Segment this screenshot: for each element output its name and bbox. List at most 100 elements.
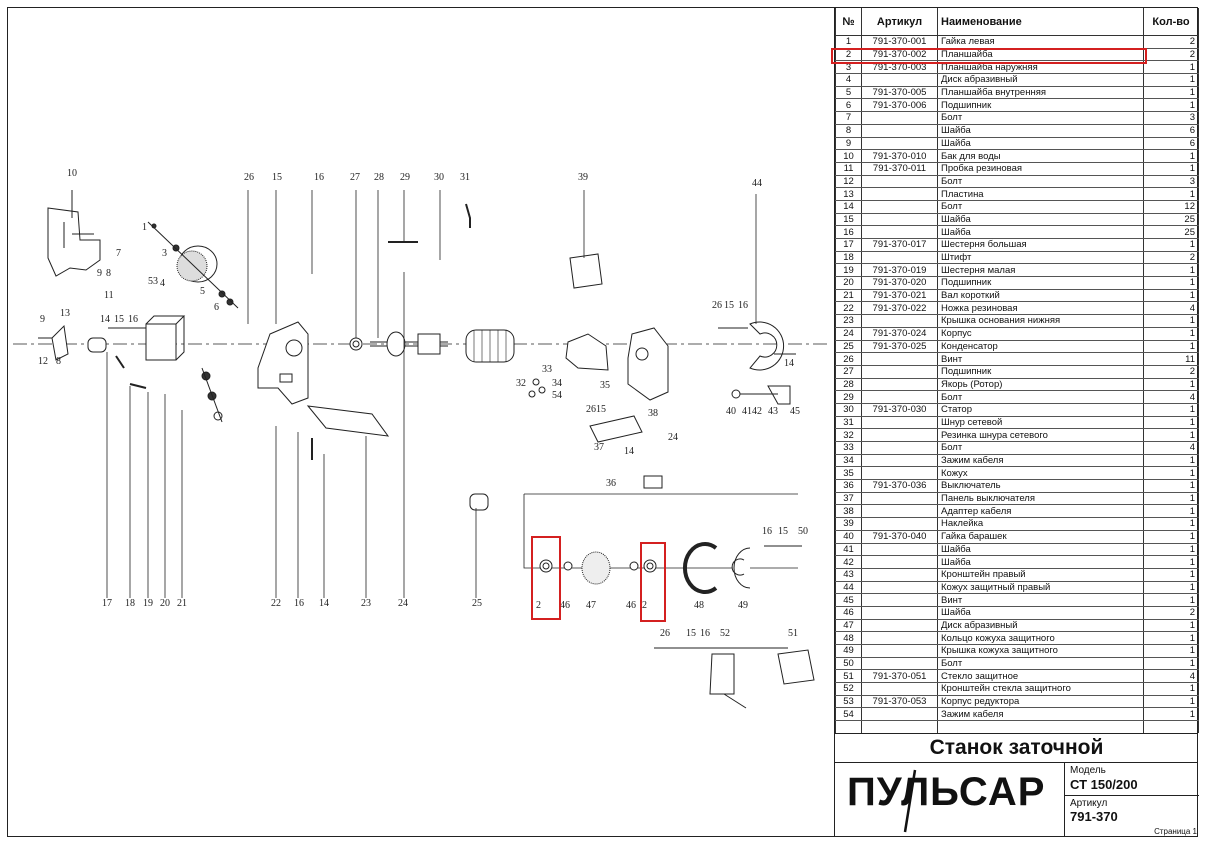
row-number: 41 (835, 543, 862, 557)
svg-text:32: 32 (516, 378, 526, 389)
row-qty: 1 (1143, 263, 1199, 278)
model-info: Модель СТ 150/200 Артикул 791-370 Страни… (1064, 762, 1199, 837)
row-article (861, 682, 938, 696)
model-label: Модель (1070, 765, 1106, 776)
row-number: 17 (835, 238, 862, 252)
row-number: 54 (835, 707, 862, 722)
row-qty: 1 (1143, 340, 1199, 354)
row-name: Подшипник (937, 276, 1144, 290)
row-number: 40 (835, 530, 862, 544)
article-value: 791-370 (1070, 809, 1118, 824)
row-qty: 1 (1143, 530, 1199, 544)
row-number: 35 (835, 466, 862, 481)
svg-text:16: 16 (314, 172, 324, 183)
svg-text:38: 38 (648, 408, 658, 419)
row-number: 4 (835, 73, 862, 87)
row-qty: 1 (1143, 644, 1199, 658)
row-article: 791-370-005 (861, 86, 938, 100)
row-name: Кожух защитный правый (937, 581, 1144, 595)
row-number: 53 (835, 695, 862, 709)
row-qty: 1 (1143, 657, 1199, 671)
row-article (861, 466, 938, 481)
row-name: Шайба (937, 543, 1144, 557)
svg-text:14: 14 (784, 358, 794, 369)
row-number: 13 (835, 187, 862, 201)
row-name: Якорь (Ротор) (937, 378, 1144, 392)
row-qty: 1 (1143, 403, 1199, 417)
svg-text:11: 11 (104, 290, 114, 301)
row-qty: 1 (1143, 162, 1199, 176)
row-number: 39 (835, 517, 862, 531)
row-qty: 1 (1143, 707, 1199, 722)
row-article (861, 619, 938, 633)
row-qty: 1 (1143, 568, 1199, 582)
empty-cell (861, 720, 938, 734)
page-number: Страница 1 (1154, 827, 1197, 836)
row-article (861, 504, 938, 519)
row-name: Шайба (937, 137, 1144, 151)
svg-text:28: 28 (374, 172, 384, 183)
row-qty: 25 (1143, 225, 1199, 239)
row-name: Кожух (937, 466, 1144, 481)
empty-cell (835, 720, 862, 734)
row-number: 37 (835, 492, 862, 506)
row-name: Диск абразивный (937, 619, 1144, 633)
row-qty: 1 (1143, 593, 1199, 607)
row-name: Болт (937, 441, 1144, 455)
row-qty: 12 (1143, 200, 1199, 214)
svg-text:20: 20 (160, 598, 170, 609)
row-number: 50 (835, 657, 862, 671)
row-name: Болт (937, 111, 1144, 125)
row-number: 43 (835, 568, 862, 582)
row-article: 791-370-053 (861, 695, 938, 709)
svg-text:5: 5 (200, 286, 205, 297)
row-number: 9 (835, 137, 862, 151)
row-article (861, 124, 938, 138)
highlight-row-2 (831, 48, 1147, 64)
svg-text:31: 31 (460, 172, 470, 183)
row-number: 34 (835, 454, 862, 468)
row-article: 791-370-019 (861, 263, 938, 278)
row-article (861, 225, 938, 239)
svg-text:23: 23 (361, 598, 371, 609)
row-name: Ножка резиновая (937, 301, 1144, 316)
row-qty: 1 (1143, 73, 1199, 87)
svg-text:54: 54 (552, 390, 562, 401)
empty-cell (1143, 720, 1199, 734)
row-article: 791-370-001 (861, 35, 938, 49)
row-name: Шнур сетевой (937, 416, 1144, 430)
svg-text:34: 34 (552, 378, 562, 389)
row-name: Стекло защитное (937, 669, 1144, 684)
row-qty: 3 (1143, 111, 1199, 125)
row-qty: 1 (1143, 428, 1199, 442)
row-number: 6 (835, 98, 862, 113)
row-name: Штифт (937, 251, 1144, 265)
row-article (861, 492, 938, 506)
row-name: Конденсатор (937, 340, 1144, 354)
row-number: 15 (835, 213, 862, 227)
svg-text:8: 8 (56, 356, 61, 367)
row-article (861, 200, 938, 214)
row-qty: 1 (1143, 378, 1199, 392)
